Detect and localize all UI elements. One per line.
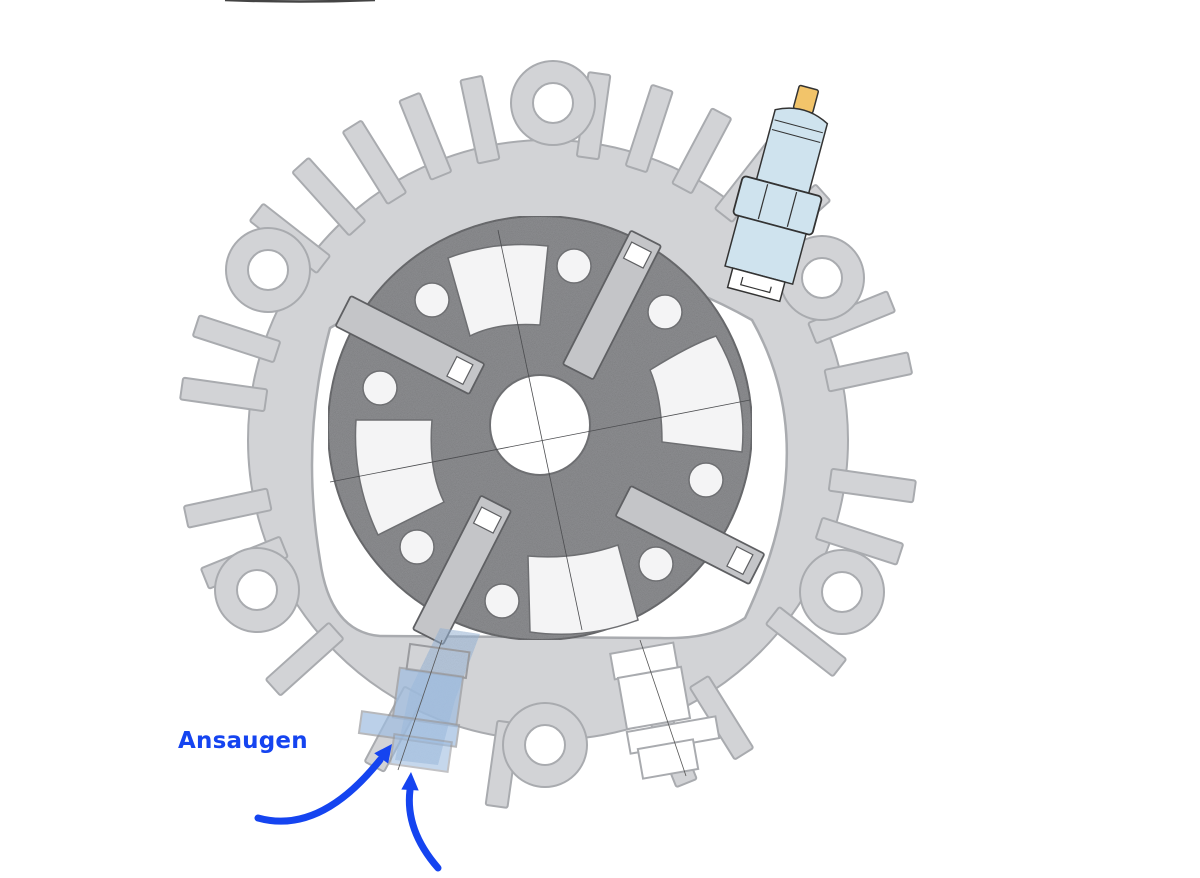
rotor-hole <box>484 583 520 619</box>
rotor-pocket <box>447 243 549 338</box>
rotor-vane <box>615 485 765 585</box>
cooling-fin <box>342 120 407 205</box>
vane-slot <box>726 545 754 576</box>
vane-slot <box>622 241 653 269</box>
cooling-fin <box>765 606 847 677</box>
bolt-hole <box>247 249 289 291</box>
cooling-fin <box>823 351 913 393</box>
rotor-pocket <box>527 544 639 636</box>
vane-slot <box>472 506 503 534</box>
rotor-vane <box>562 230 662 380</box>
exhaust-body <box>616 665 692 731</box>
rotor-hole <box>638 546 674 582</box>
bolt-hole <box>532 82 574 124</box>
cooling-fin <box>192 314 281 363</box>
plug-insulator <box>755 107 829 195</box>
plug-rib <box>774 119 823 134</box>
rotor-hole <box>688 462 724 498</box>
cooling-fin <box>827 468 917 504</box>
rotor-vane <box>412 495 512 645</box>
cooling-fin <box>459 75 501 165</box>
bolt-hole <box>524 724 566 766</box>
rotor-axis-line <box>329 399 751 483</box>
plug-hex-edge <box>786 191 798 227</box>
intake-arrow-right-head <box>401 772 419 791</box>
exhaust-port <box>609 639 721 780</box>
cooling-fin <box>292 157 366 236</box>
plug-rib <box>771 129 821 143</box>
rotor-hole <box>414 282 450 318</box>
intake-axis-line <box>397 639 443 771</box>
intake-arrow-right-shaft <box>405 786 442 872</box>
bolt-hole <box>821 571 863 613</box>
plug-gap <box>739 276 772 294</box>
intake-pipe <box>389 732 453 774</box>
rotor-hole <box>362 370 398 406</box>
spark-plug <box>724 84 829 303</box>
rotor-vane <box>335 295 485 395</box>
rotor-hub <box>489 374 591 476</box>
intake-arrow-left-shaft <box>254 756 384 825</box>
cooling-fin <box>179 376 269 412</box>
rotor <box>327 215 765 645</box>
exhaust-pipe <box>636 738 700 780</box>
cooling-fin <box>183 487 273 529</box>
scan-smudge <box>224 0 376 3</box>
vane-slot <box>446 355 474 386</box>
plug-electrode <box>726 267 786 303</box>
plug-hex-edge <box>757 184 769 220</box>
rotor-hole <box>647 294 683 330</box>
cooling-fin <box>689 675 754 760</box>
rotor-pocket <box>649 335 744 453</box>
rotor-hole <box>399 529 435 565</box>
cooling-fin <box>671 107 732 194</box>
intake-arrow-left-head <box>374 744 392 764</box>
bolt-hole <box>236 569 278 611</box>
rotor-axis-line <box>497 229 583 631</box>
rotor-pocket <box>354 419 446 537</box>
intake-label: Ansaugen <box>178 728 308 754</box>
bolt-hole <box>801 257 843 299</box>
cooling-fin <box>625 84 674 173</box>
exhaust-axis-line <box>639 639 687 777</box>
cooling-fin <box>398 92 452 181</box>
intake-arrows <box>254 744 442 872</box>
intake-port <box>357 628 480 774</box>
cooling-fin <box>265 622 344 696</box>
rotor-hole <box>556 248 592 284</box>
